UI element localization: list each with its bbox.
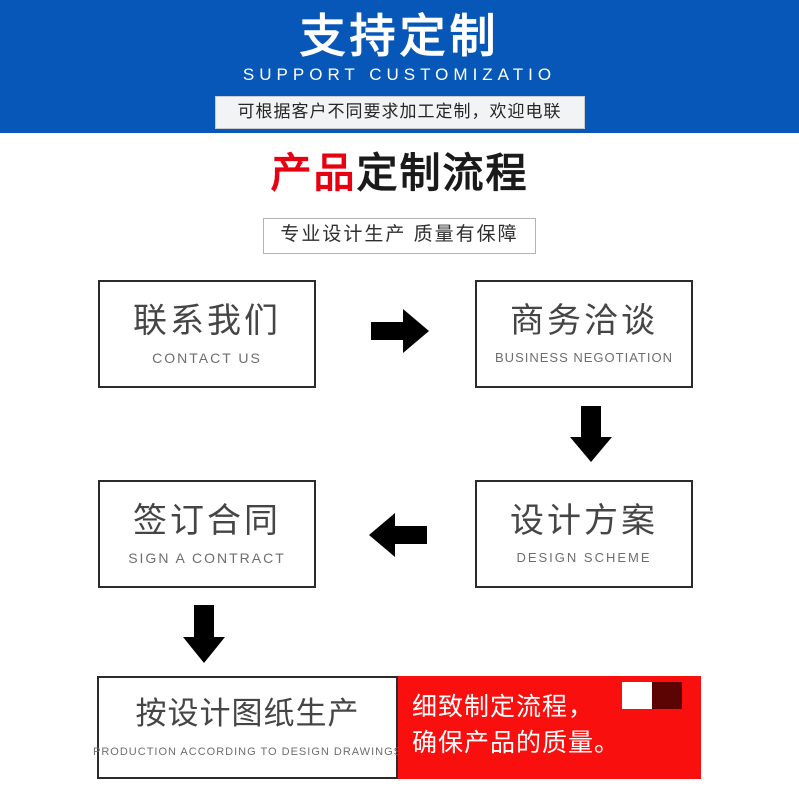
flow-step-label-en: DESIGN SCHEME <box>516 550 652 565</box>
section-subtitle: 专业设计生产 质量有保障 <box>263 218 536 254</box>
flow-step-business-negotiation[interactable]: 商务洽谈 BUSINESS NEGOTIATION <box>475 280 693 388</box>
banner-tagline-wrapper: 可根据客户不同要求加工定制，欢迎电联 <box>0 96 799 129</box>
flow-step-contact-us[interactable]: 联系我们 CONTACT US <box>98 280 316 388</box>
section-subtitle-wrapper: 专业设计生产 质量有保障 <box>0 218 799 254</box>
section-title: 产品定制流程 <box>0 147 799 199</box>
note-line-1: 细致制定流程， <box>412 693 595 721</box>
section-title-rest: 定制流程 <box>356 150 529 196</box>
swatch-dark-icon <box>652 682 682 709</box>
note-line-2: 确保产品的质量。 <box>412 729 621 757</box>
arrow-right-icon <box>371 309 429 353</box>
flow-step-label-en: SIGN A CONTRACT <box>128 550 286 566</box>
flow-step-design-scheme[interactable]: 设计方案 DESIGN SCHEME <box>475 480 693 588</box>
flow-step-label-cn: 按设计图纸生产 <box>135 696 360 731</box>
flow-step-label-cn: 联系我们 <box>133 302 281 340</box>
flow-step-label-cn: 签订合同 <box>133 502 281 540</box>
arrow-left-icon <box>369 513 427 557</box>
flow-step-label-en: CONTACT US <box>152 350 262 366</box>
flow-step-label-cn: 设计方案 <box>510 502 658 540</box>
flow-step-label-cn: 商务洽谈 <box>510 302 658 340</box>
header-banner: 支持定制 SUPPORT CUSTOMIZATIO 可根据客户不同要求加工定制，… <box>0 0 799 133</box>
arrow-down-icon <box>183 605 225 663</box>
banner-subtitle-en: SUPPORT CUSTOMIZATIO <box>242 65 557 84</box>
flow-step-production[interactable]: 按设计图纸生产 PRODUCTION ACCORDING TO DESIGN D… <box>93 676 401 779</box>
section-title-accent: 产品 <box>270 150 357 196</box>
swatch-light-icon <box>622 682 652 709</box>
flow-step-label-en: PRODUCTION ACCORDING TO DESIGN DRAWINGS <box>93 746 402 758</box>
note-panel: 细致制定流程， 确保产品的质量。 <box>398 676 701 779</box>
banner-tagline: 可根据客户不同要求加工定制，欢迎电联 <box>214 96 585 129</box>
flow-step-label-en: BUSINESS NEGOTIATION <box>495 350 673 365</box>
flow-step-sign-a-contract[interactable]: 签订合同 SIGN A CONTRACT <box>98 480 316 588</box>
arrow-down-icon <box>570 406 612 462</box>
banner-title: 支持定制 <box>299 10 500 62</box>
